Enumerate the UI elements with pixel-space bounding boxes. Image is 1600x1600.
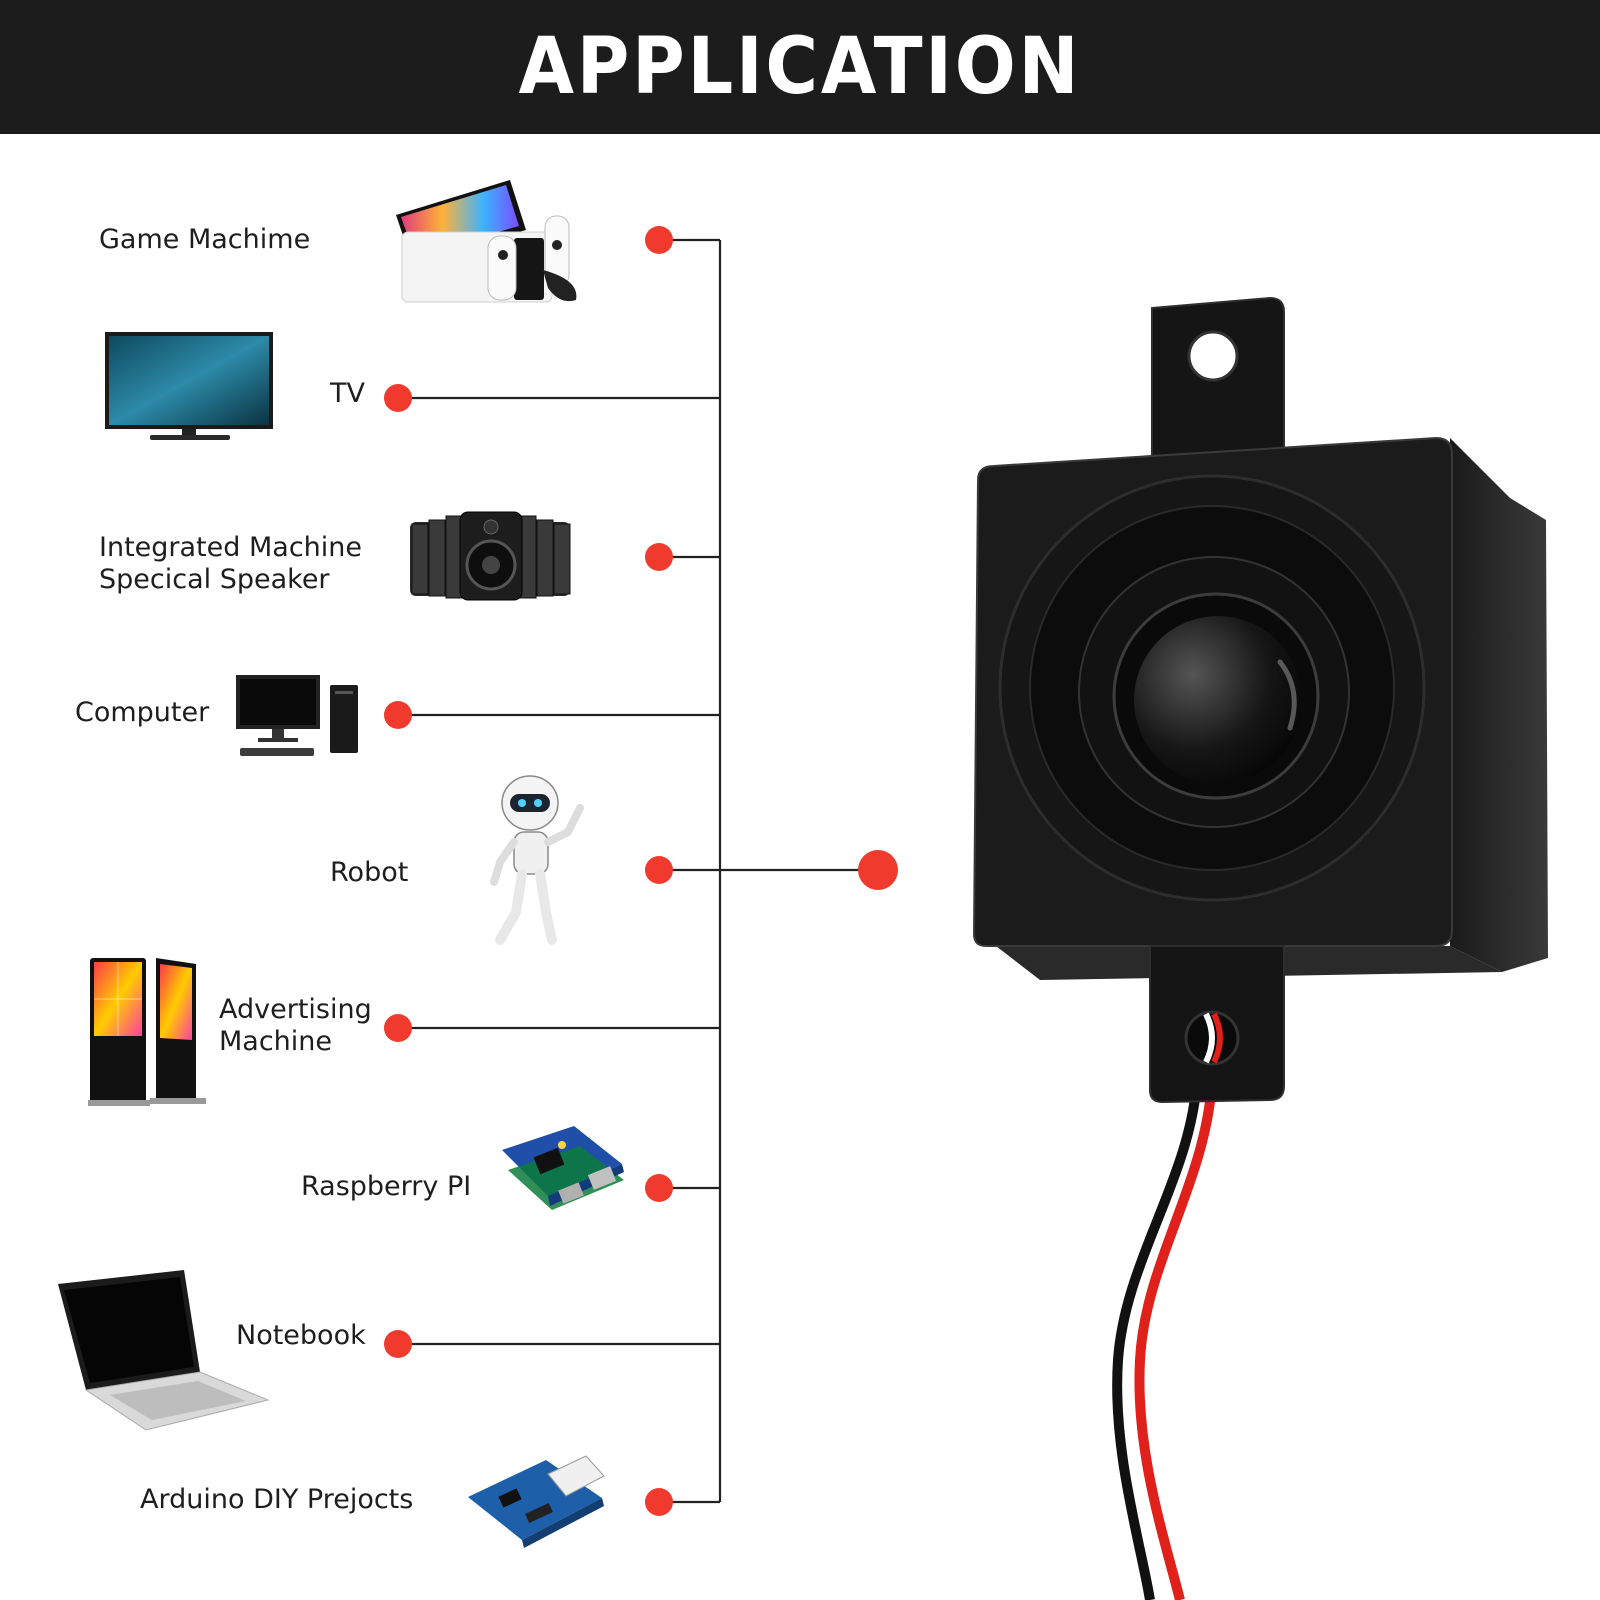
tv-icon	[105, 332, 273, 440]
connector-lines	[398, 238, 878, 1504]
red-wire	[1134, 1081, 1217, 1600]
black-wire	[1112, 1079, 1202, 1600]
speaker-product	[972, 296, 1548, 1600]
label-game-machine: Game Machime	[99, 224, 311, 255]
dot-computer	[384, 701, 412, 729]
game-console-icon	[396, 180, 577, 303]
dot-integrated-speaker	[645, 543, 673, 571]
label-raspberry-pi: Raspberry PI	[301, 1171, 472, 1202]
connector-dots	[384, 226, 898, 1516]
dot-speaker-hub	[858, 850, 898, 890]
dot-robot	[645, 856, 673, 884]
raspberry-pi-board-icon	[502, 1126, 624, 1210]
label-computer: Computer	[75, 697, 210, 728]
label-advertising-machine: Advertising Machine	[219, 994, 372, 1057]
advertising-kiosk-icon	[88, 958, 206, 1106]
title-banner: APPLICATION	[0, 0, 1600, 134]
label-notebook: Notebook	[236, 1320, 366, 1351]
speaker-array-icon	[410, 511, 571, 601]
page-title: APPLICATION	[518, 22, 1082, 112]
label-arduino: Arduino DIY Prejocts	[140, 1484, 414, 1515]
label-integrated-speaker: Integrated Machine Specical Speaker	[99, 532, 362, 595]
dot-tv	[384, 384, 412, 412]
dot-notebook	[384, 1330, 412, 1358]
robot-icon	[490, 775, 584, 945]
dot-raspberry-pi	[645, 1174, 673, 1202]
label-robot: Robot	[330, 857, 409, 888]
desktop-computer-icon	[236, 675, 358, 756]
speaker-dust-cap	[1134, 616, 1302, 784]
top-mounting-hole	[1187, 330, 1239, 382]
laptop-icon	[58, 1270, 270, 1431]
label-tv: TV	[330, 378, 365, 409]
dot-game-machine	[645, 226, 673, 254]
arduino-board-icon	[468, 1455, 605, 1548]
dot-advertising	[384, 1014, 412, 1042]
dot-arduino	[645, 1488, 673, 1516]
